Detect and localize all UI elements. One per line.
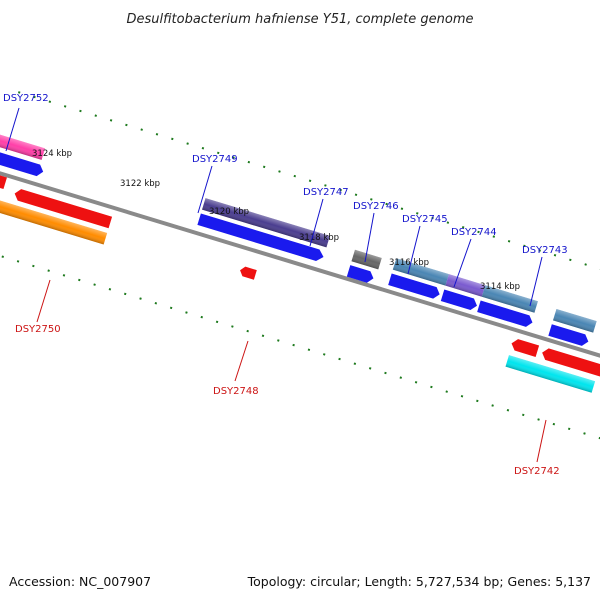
gene-label-DSY2743[interactable]: DSY2743 (522, 245, 568, 307)
gene-label-text[interactable]: DSY2752 (3, 93, 49, 104)
cds-arrow-top[interactable] (346, 265, 375, 284)
scale-tick-labels: 3124 kbp 3122 kbp 3120 kbp 3118 kbp 3116… (32, 149, 520, 292)
tick-label-3124: 3124 kbp (32, 149, 72, 159)
gene-label-DSY2749[interactable]: DSY2749 (192, 154, 238, 214)
tick-label-3114: 3114 kbp (480, 282, 520, 292)
gene-label-text[interactable]: DSY2750 (15, 324, 61, 335)
gene-label-text[interactable]: DSY2743 (522, 245, 568, 256)
gene-label-text[interactable]: DSY2747 (303, 187, 349, 198)
feature-DSY2752[interactable] (0, 133, 46, 160)
feature-DSY2744[interactable] (481, 285, 538, 313)
inner-tick-ruler (0, 246, 600, 443)
feature-DSY2743[interactable] (552, 308, 597, 333)
genome-summary-text: Topology: circular; Length: 5,727,534 bp… (247, 574, 591, 589)
gene-label-DSY2744[interactable]: DSY2744 (451, 227, 497, 288)
cds-arrow-top[interactable] (477, 300, 534, 329)
accession-text: Accession: NC_007907 (9, 574, 151, 589)
tick-label-3120: 3120 kbp (209, 207, 249, 217)
gene-label-DSY2747[interactable]: DSY2747 (303, 187, 349, 247)
tick-label-3122: 3122 kbp (120, 179, 160, 189)
gene-label-text[interactable]: DSY2748 (213, 386, 259, 397)
cds-arrow-top[interactable] (388, 273, 441, 301)
feature-DSY2750[interactable] (0, 195, 108, 245)
cds-arrow-top[interactable] (0, 149, 45, 177)
cds-arrow-bottom[interactable] (13, 188, 113, 229)
map-track-group (0, 91, 600, 443)
gene-label-DSY2746[interactable]: DSY2746 (353, 201, 399, 263)
map-title: Desulfitobacterium hafniense Y51, comple… (126, 12, 473, 27)
feature-DSY2749[interactable] (202, 198, 330, 248)
gene-label-text[interactable]: DSY2745 (402, 214, 448, 225)
cds-arrow-bottom[interactable] (510, 338, 540, 357)
cds-arrow-top[interactable] (440, 289, 479, 311)
genome-backbone (0, 166, 600, 375)
gene-label-DSY2745[interactable]: DSY2745 (402, 214, 448, 275)
gene-label-text[interactable]: DSY2749 (192, 154, 238, 165)
feature-DSY2747[interactable] (351, 249, 382, 270)
gene-label-DSY2750[interactable]: DSY2750 (15, 279, 61, 335)
feature-DSY2746[interactable] (392, 258, 449, 286)
cds-arrow-top[interactable] (548, 324, 590, 347)
cds-arrow-bottom[interactable] (0, 173, 7, 190)
tick-label-3116: 3116 kbp (389, 258, 429, 268)
gene-label-DSY2752[interactable]: DSY2752 (3, 93, 49, 152)
gene-label-text[interactable]: DSY2742 (514, 466, 560, 477)
feature-DSY2742[interactable] (505, 355, 596, 393)
cds-arrow-bottom[interactable] (239, 266, 257, 280)
bottom-strand-cds-track (0, 173, 600, 377)
cds-arrow-top[interactable] (197, 213, 325, 262)
cds-arrow-bottom[interactable] (540, 347, 600, 377)
gene-label-DSY2742[interactable]: DSY2742 (514, 419, 560, 477)
gene-label-DSY2748[interactable]: DSY2748 (213, 340, 259, 397)
feature-DSY2745[interactable] (445, 274, 486, 297)
gene-label-text[interactable]: DSY2744 (451, 227, 497, 238)
tick-label-3118: 3118 kbp (299, 233, 339, 243)
gene-label-text[interactable]: DSY2746 (353, 201, 399, 212)
top-strand-cds-track (0, 149, 590, 347)
